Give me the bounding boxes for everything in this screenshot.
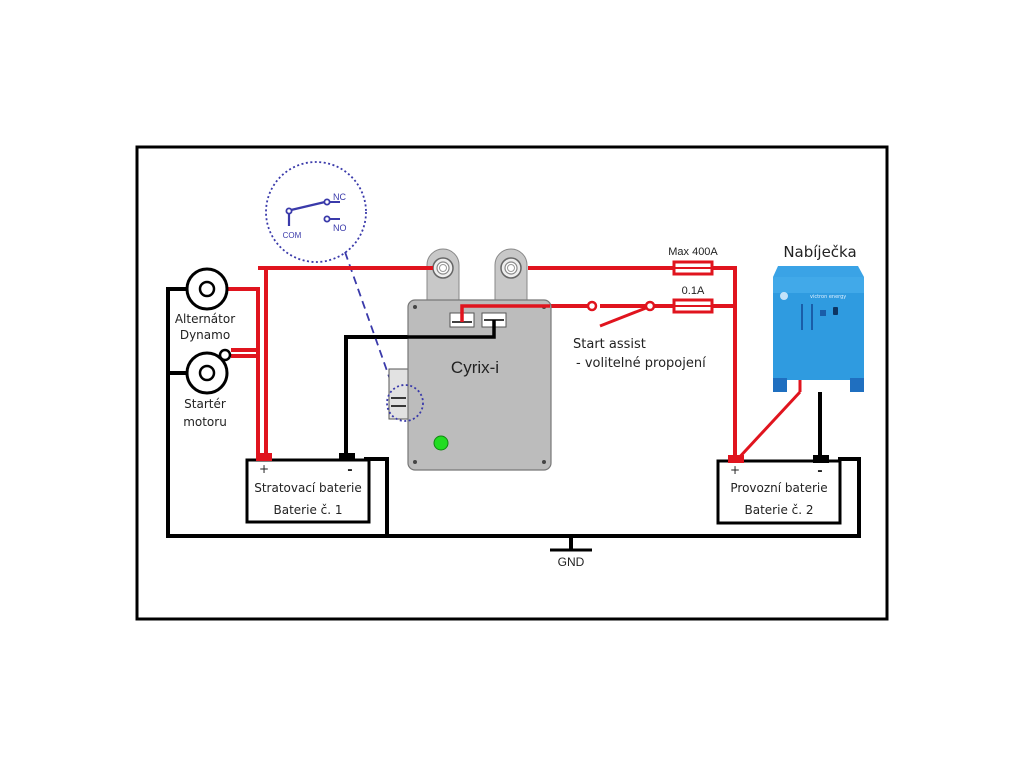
relay-no-label: NO	[333, 223, 347, 233]
battery-1	[245, 453, 371, 524]
alternator-label-2: Dynamo	[180, 328, 230, 342]
fuse-assist-label: 0.1A	[682, 285, 705, 297]
battery1-label-1: Stratovací baterie	[254, 481, 362, 495]
charger-brand: victron energy	[810, 294, 846, 300]
cyrix-relay	[388, 248, 552, 471]
battery2-label-2: Baterie č. 2	[745, 503, 814, 517]
relay-com-label: COM	[283, 231, 302, 240]
starter-motor	[185, 348, 232, 395]
battery2-label-1: Provozní baterie	[730, 481, 827, 495]
battery2-plus: +	[730, 463, 740, 477]
battery1-label-2: Baterie č. 1	[274, 503, 343, 517]
relay-nc-label: NC	[333, 192, 346, 202]
battery1-minus: -	[347, 463, 352, 478]
relay-detail	[265, 161, 393, 386]
starter-label-1: Startér	[184, 397, 226, 411]
charger-title: Nabíječka	[783, 243, 856, 261]
ground-label: GND	[558, 555, 585, 569]
battery1-plus: +	[259, 462, 269, 476]
start-assist-label-1: Start assist	[573, 337, 646, 352]
fuse-main-label: Max 400A	[668, 246, 718, 258]
start-assist-label-2: - volitelné propojení	[576, 356, 706, 371]
connector-detail-circle	[386, 384, 424, 422]
alternator-label-1: Alternátor	[175, 312, 235, 326]
alternator	[185, 267, 229, 311]
cyrix-label: Cyrix-i	[451, 358, 499, 377]
fuse-main	[672, 260, 714, 276]
starter-label-2: motoru	[183, 415, 227, 429]
cyrix-ground-wire	[346, 320, 496, 339]
battery2-minus: -	[817, 464, 822, 479]
fuse-assist	[672, 298, 714, 314]
battery-2	[716, 455, 842, 525]
start-assist-wire	[460, 304, 550, 322]
victron-charger	[773, 266, 864, 392]
diagram-frame	[135, 145, 889, 621]
status-led	[433, 435, 449, 451]
start-assist-switch[interactable]	[586, 300, 656, 328]
